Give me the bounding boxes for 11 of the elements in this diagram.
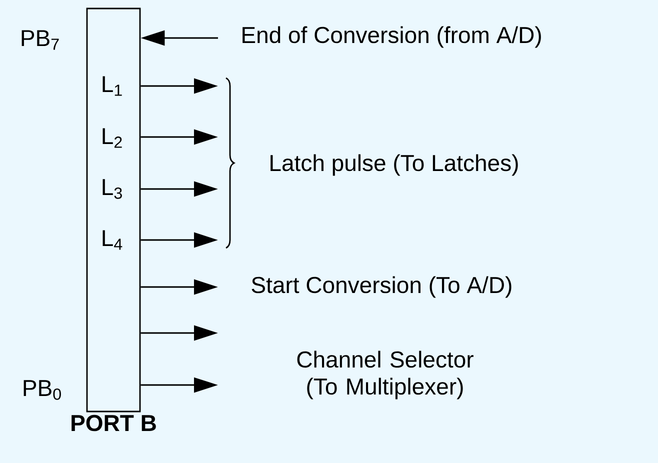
line-label: L$_{4}$ bbox=[102, 230, 122, 250]
line-label: L$_{3}$ bbox=[102, 179, 122, 199]
pin-label: PB$_{0}$ bbox=[24, 380, 61, 400]
line-label: L$_{2}$ bbox=[102, 128, 122, 148]
line-label: L$_{1}$ bbox=[102, 76, 122, 96]
node-label: PORT B bbox=[72, 414, 156, 432]
pin-label: PB$_{7}$ bbox=[22, 30, 59, 50]
signal-text: Start Conversion (To A/D) bbox=[252, 276, 512, 298]
group-label: Latch pulse (To Latches) bbox=[270, 154, 518, 176]
signal-text: Channel Selector (To Multiplexer) bbox=[297, 350, 474, 400]
signal-text: End of Conversion (from A/D) bbox=[242, 26, 541, 48]
